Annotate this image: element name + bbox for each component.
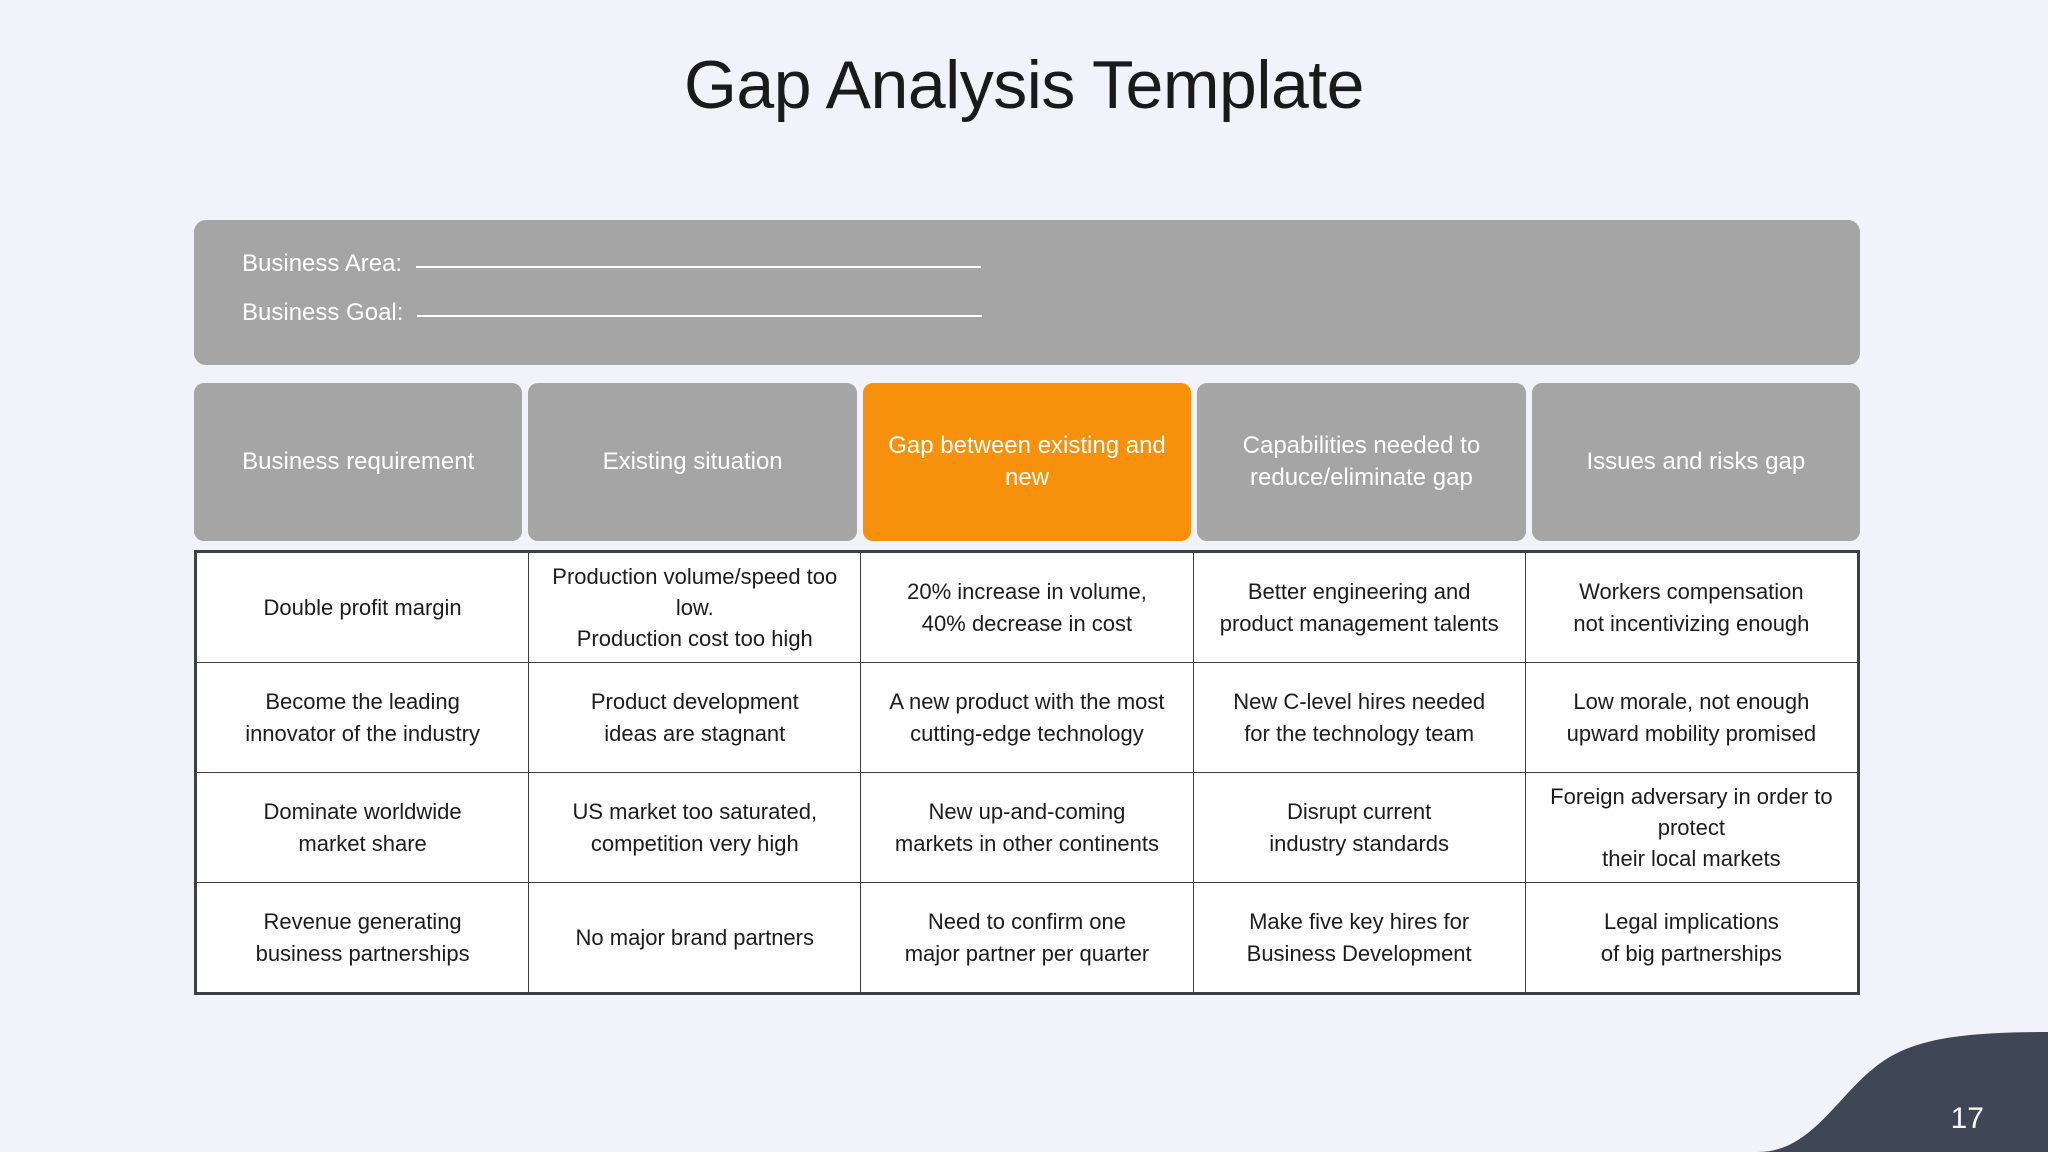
table-row: Double profit margin Production volume/s… [195, 552, 1859, 663]
column-header-line1: Issues and risks gap [1586, 447, 1806, 475]
table-cell-existing-situation[interactable]: No major brand partners [528, 882, 862, 993]
cell-line: business partnerships [255, 940, 470, 966]
cell-line: Low morale, not enough [1573, 689, 1810, 715]
cell-line: 40% decrease in cost [921, 610, 1133, 636]
business-goal-label: Business Goal: [242, 299, 404, 326]
column-header-issues-and-risks[interactable]: Issues and risks gap [1531, 383, 1861, 541]
business-goal-input-line[interactable] [417, 315, 983, 317]
column-header-capabilities-needed[interactable]: Capabilities needed to reduce/eliminate … [1197, 383, 1526, 541]
table-cell-issues-and-risks[interactable]: Low morale, not enough upward mobility p… [1524, 662, 1859, 773]
column-header-line1: Existing situation [602, 447, 783, 475]
business-info-panel: Business Area: Business Goal: [194, 220, 1860, 365]
cell-line: their local markets [1602, 846, 1781, 872]
business-area-label: Business Area: [242, 250, 403, 277]
table-cell-capabilities-needed[interactable]: Better engineering and product managemen… [1192, 552, 1526, 663]
page-number: 17 [1950, 1102, 1984, 1135]
column-header-existing-situation[interactable]: Existing situation [528, 383, 857, 541]
footer-blob-decoration [1758, 1032, 2048, 1152]
cell-line: cutting-edge technology [910, 720, 1144, 746]
table-cell-business-requirement[interactable]: Become the leading innovator of the indu… [195, 662, 530, 773]
column-header-business-requirement[interactable]: Business requirement [194, 383, 523, 541]
cell-line: Disrupt current [1287, 799, 1432, 825]
column-header-line1: Gap between [888, 431, 1032, 459]
cell-line: of big partnerships [1600, 940, 1782, 966]
table-cell-existing-situation[interactable]: US market too saturated, competition ver… [528, 772, 862, 883]
table-row: Revenue generating business partnerships… [195, 882, 1859, 993]
table-cell-issues-and-risks[interactable]: Foreign adversary in order to protect th… [1524, 772, 1859, 883]
business-area-row: Business Area: [242, 250, 1812, 299]
cell-line: not incentivizing enough [1573, 610, 1810, 636]
table-cell-capabilities-needed[interactable]: Disrupt current industry standards [1192, 772, 1526, 883]
table-cell-existing-situation[interactable]: Production volume/speed too low. Product… [528, 552, 862, 663]
column-header-line2: existing and new [1005, 431, 1166, 491]
cell-line: Double profit margin [263, 594, 462, 620]
column-header-line2: reduce/eliminate gap [1250, 464, 1473, 491]
cell-line: Better engineering and [1247, 579, 1471, 605]
cell-line: Make five key hires for [1249, 909, 1470, 935]
cell-line: market share [298, 830, 427, 856]
table-cell-existing-situation[interactable]: Product development ideas are stagnant [528, 662, 862, 773]
cell-line: product management talents [1219, 610, 1499, 636]
cell-line: 20% increase in volume, [907, 579, 1147, 605]
cell-line: Need to confirm one [927, 909, 1127, 935]
cell-line: Production cost too high [576, 626, 813, 652]
table-cell-business-requirement[interactable]: Revenue generating business partnerships [195, 882, 530, 993]
cell-line: industry standards [1269, 830, 1450, 856]
table-cell-issues-and-risks[interactable]: Legal implications of big partnerships [1524, 882, 1859, 993]
table-cell-gap-between[interactable]: A new product with the most cutting-edge… [860, 662, 1194, 773]
cell-line: upward mobility promised [1566, 720, 1817, 746]
cell-line: Foreign adversary in order to protect [1550, 783, 1833, 840]
cell-line: major partner per quarter [904, 940, 1150, 966]
cell-line: New up-and-coming [928, 799, 1126, 825]
cell-line: Business Development [1246, 940, 1472, 966]
business-goal-row: Business Goal: [242, 299, 1812, 348]
cell-line: Production volume/speed too low. [552, 563, 838, 620]
table-cell-business-requirement[interactable]: Dominate worldwide market share [195, 772, 530, 883]
cell-line: markets in other continents [894, 830, 1160, 856]
page-title: Gap Analysis Template [684, 47, 1364, 123]
table-cell-gap-between[interactable]: New up-and-coming markets in other conti… [860, 772, 1194, 883]
column-header-line1: Business requirement [242, 447, 475, 475]
cell-line: Become the leading [265, 689, 460, 715]
cell-line: innovator of the industry [245, 720, 480, 746]
cell-line: Revenue generating [263, 909, 462, 935]
cell-line: Workers compensation [1579, 579, 1804, 605]
table-row: Dominate worldwide market share US marke… [195, 772, 1859, 883]
table-cell-issues-and-risks[interactable]: Workers compensation not incentivizing e… [1524, 552, 1859, 663]
cell-line: ideas are stagnant [604, 720, 786, 746]
table-cell-gap-between[interactable]: 20% increase in volume, 40% decrease in … [860, 552, 1194, 663]
cell-line: Legal implications [1603, 909, 1779, 935]
column-header-line1: Capabilities needed to [1242, 431, 1481, 459]
table-cell-gap-between[interactable]: Need to confirm one major partner per qu… [860, 882, 1194, 993]
table-cell-capabilities-needed[interactable]: New C-level hires needed for the technol… [1192, 662, 1526, 773]
business-area-input-line[interactable] [416, 266, 982, 268]
cell-line: US market too saturated, [572, 799, 818, 825]
cell-line: for the technology team [1244, 720, 1475, 746]
table-cell-capabilities-needed[interactable]: Make five key hires for Business Develop… [1192, 882, 1526, 993]
cell-line: A new product with the most [889, 689, 1165, 715]
column-header-row: Business requirement Existing situation … [194, 383, 1861, 541]
table-row: Become the leading innovator of the indu… [195, 662, 1859, 773]
gap-analysis-table: Double profit margin Production volume/s… [194, 550, 1860, 995]
cell-line: Dominate worldwide [263, 799, 462, 825]
cell-line: New C-level hires needed [1233, 689, 1486, 715]
cell-line: competition very high [590, 830, 799, 856]
cell-line: Product development [590, 689, 799, 715]
cell-line: No major brand partners [575, 924, 814, 950]
table-cell-business-requirement[interactable]: Double profit margin [195, 552, 530, 663]
column-header-gap-between[interactable]: Gap between existing and new [862, 383, 1192, 541]
